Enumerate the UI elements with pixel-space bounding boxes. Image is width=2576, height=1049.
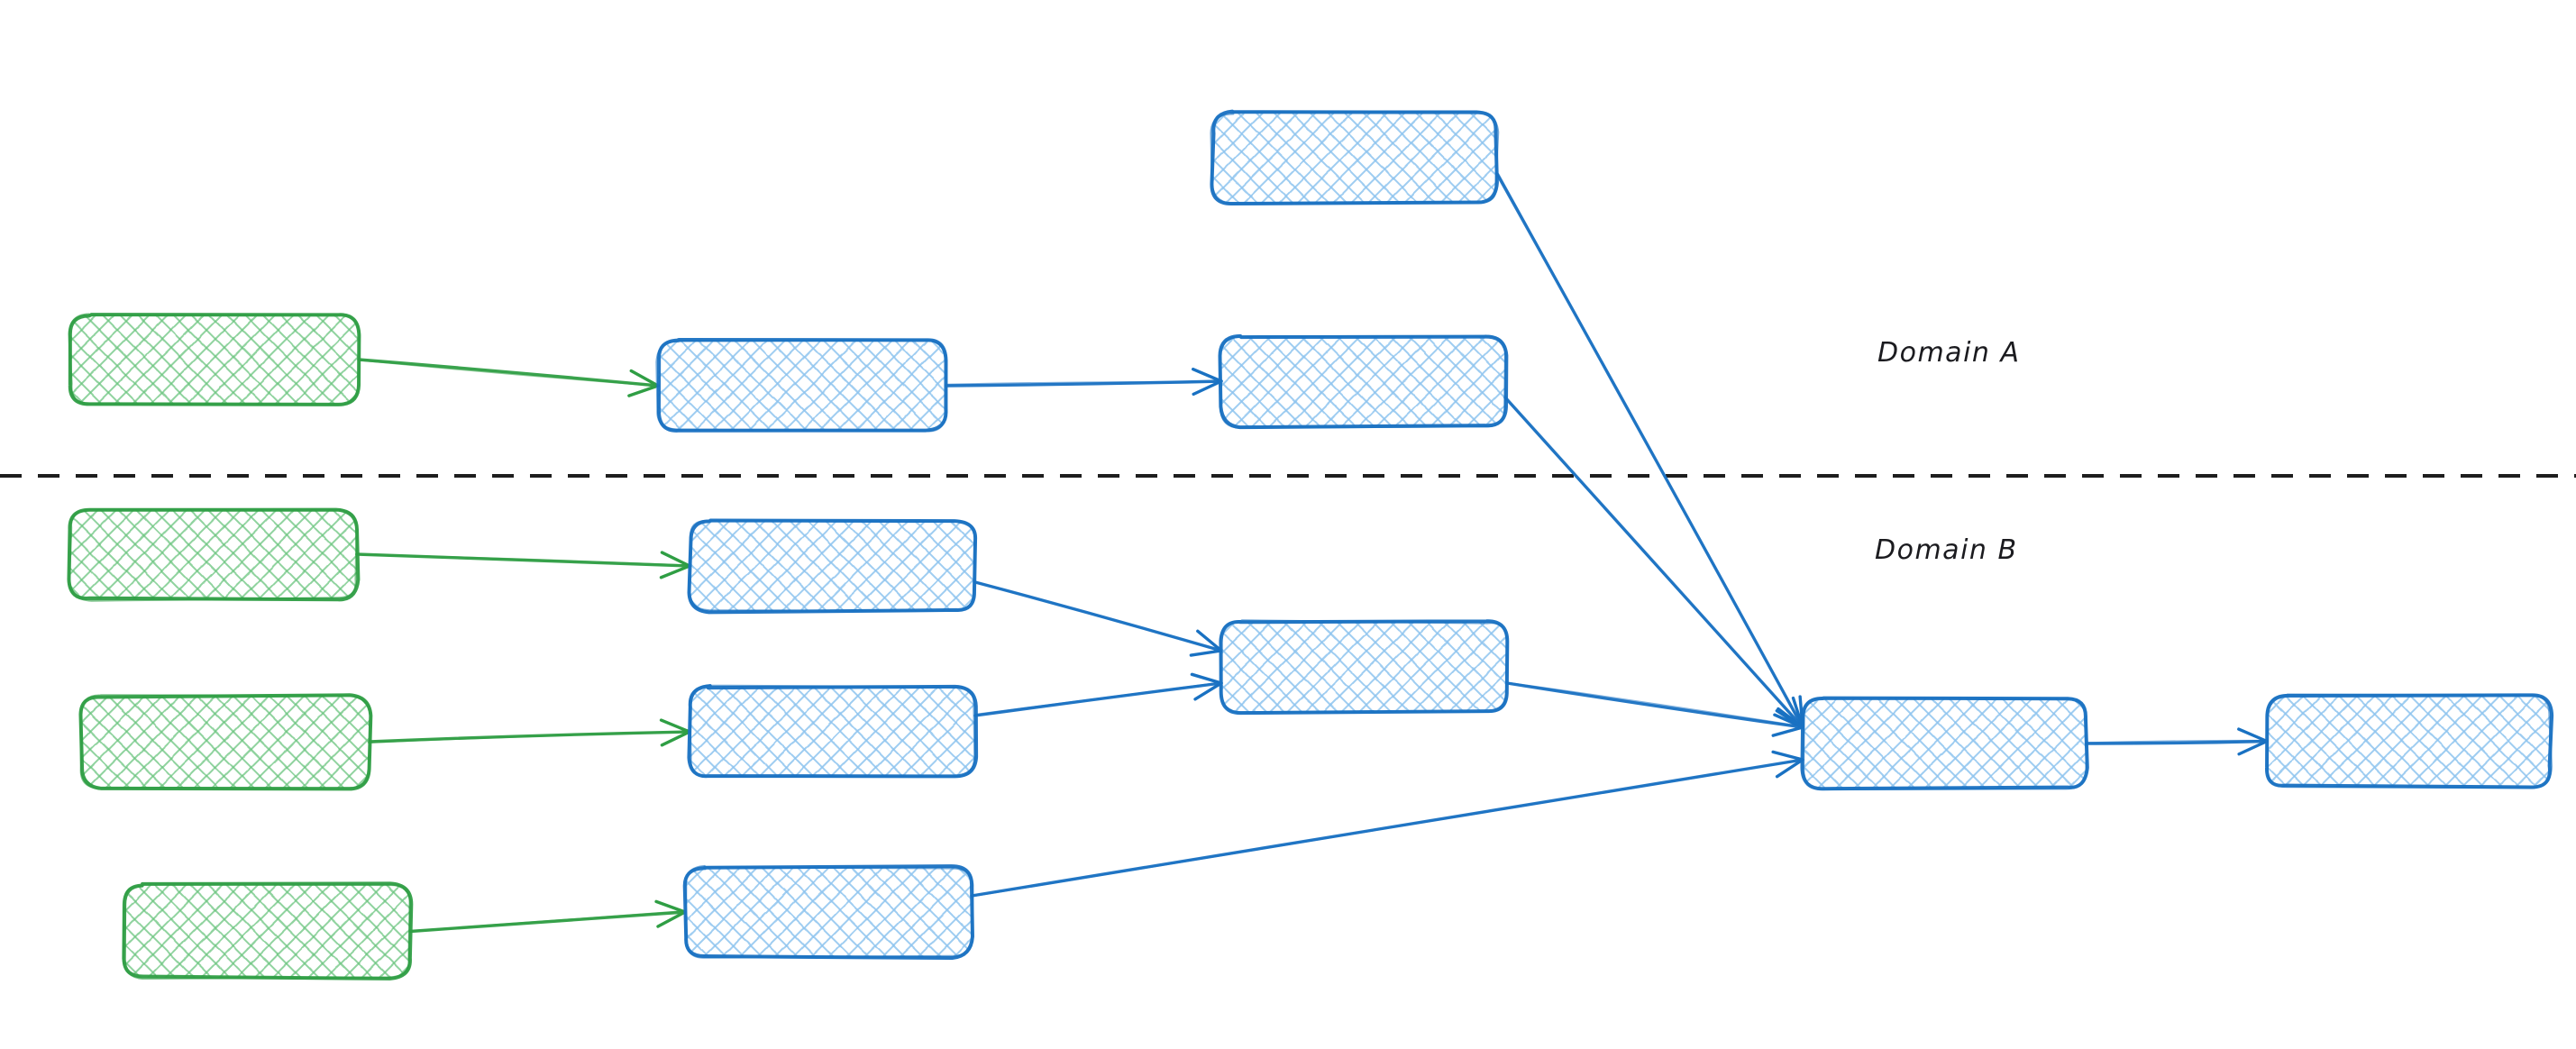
node-outline xyxy=(1219,334,1507,429)
arrowhead xyxy=(1771,750,1804,762)
arrowhead xyxy=(1193,681,1223,701)
arrowhead xyxy=(627,384,660,397)
edge-e11 xyxy=(970,750,1804,898)
node-fill xyxy=(690,687,975,777)
node-fill xyxy=(685,867,972,957)
arrowhead xyxy=(1196,629,1223,652)
arrowhead xyxy=(1192,367,1223,383)
edge-stroke xyxy=(358,359,659,388)
arrowhead xyxy=(629,369,660,388)
arrowhead xyxy=(1775,709,1804,729)
edge-e4 xyxy=(1503,396,1804,729)
node-fill xyxy=(1221,336,1505,426)
edge-stroke xyxy=(1505,681,1804,728)
node-fill xyxy=(2267,696,2551,787)
node-outline xyxy=(68,313,361,406)
node-blue-b6[interactable] xyxy=(2265,693,2554,789)
arrowhead xyxy=(660,551,691,568)
arrowhead xyxy=(656,910,687,928)
edge-e7 xyxy=(408,899,687,934)
edge-stroke xyxy=(1503,396,1804,728)
node-green-a1[interactable] xyxy=(68,313,361,406)
node-blue-a1[interactable] xyxy=(655,337,948,433)
nodes-layer xyxy=(67,109,2554,981)
arrowhead xyxy=(1189,649,1223,657)
domain-b-label: Domain B xyxy=(1875,534,2018,566)
edge-e8 xyxy=(973,580,1223,657)
edge-stroke xyxy=(355,553,690,567)
edge-stroke xyxy=(2087,739,2269,744)
arrowhead xyxy=(1190,672,1223,685)
edge-stroke xyxy=(974,580,1223,652)
arrowhead xyxy=(654,899,687,914)
arrowhead xyxy=(1192,379,1223,397)
edge-e9 xyxy=(973,672,1223,717)
node-blue-a3[interactable] xyxy=(1210,109,1500,206)
arrowhead xyxy=(1775,758,1804,779)
node-fill xyxy=(1803,698,2087,789)
node-fill xyxy=(690,521,975,611)
node-fill xyxy=(70,315,359,405)
node-green-b3[interactable] xyxy=(122,881,414,981)
node-outline xyxy=(655,339,948,433)
node-fill xyxy=(658,341,946,431)
edge-stroke xyxy=(970,759,1804,898)
edge-e6 xyxy=(367,718,691,747)
node-blue-b4[interactable] xyxy=(1219,619,1510,716)
node-fill xyxy=(81,696,370,788)
edges-layer xyxy=(355,172,2269,934)
node-outline xyxy=(688,519,977,612)
node-outline xyxy=(2265,693,2553,789)
node-outline xyxy=(1219,619,1509,714)
node-outline xyxy=(122,883,411,980)
node-blue-b1[interactable] xyxy=(687,518,978,615)
node-outline xyxy=(1210,110,1500,205)
arrowhead xyxy=(659,718,691,734)
edge-stroke xyxy=(1505,681,1804,729)
node-blue-a2[interactable] xyxy=(1218,333,1509,430)
edge-e2 xyxy=(945,367,1223,397)
domain-labels: Domain A Domain B xyxy=(1875,337,2020,566)
node-fill xyxy=(1221,622,1507,712)
arrowhead xyxy=(659,564,691,579)
node-blue-b5[interactable] xyxy=(1800,696,2089,791)
arrowhead xyxy=(2237,727,2269,743)
node-outline xyxy=(68,508,358,602)
edge-e10 xyxy=(1505,681,1804,737)
domain-a-label: Domain A xyxy=(1877,337,2020,369)
node-fill xyxy=(123,885,410,978)
node-outline xyxy=(689,684,976,778)
node-fill xyxy=(70,509,357,599)
edge-e12 xyxy=(2085,727,2269,756)
node-green-b1[interactable] xyxy=(67,507,361,602)
node-blue-b2[interactable] xyxy=(687,684,979,779)
node-blue-b3[interactable] xyxy=(682,864,974,961)
edge-stroke xyxy=(974,681,1223,716)
edge-e3 xyxy=(1495,172,1804,729)
arrowhead xyxy=(660,730,691,747)
edge-stroke xyxy=(1497,173,1804,728)
edge-stroke xyxy=(367,730,691,743)
node-green-b2[interactable] xyxy=(78,693,373,791)
node-outline xyxy=(1802,697,2087,791)
node-outline xyxy=(684,864,974,959)
arrowhead xyxy=(2237,739,2269,756)
edge-stroke xyxy=(2085,739,2269,745)
edge-e5 xyxy=(355,551,691,579)
node-fill xyxy=(1212,113,1497,203)
edge-stroke xyxy=(945,380,1222,386)
edge-stroke xyxy=(410,910,686,933)
arrowhead xyxy=(1771,725,1804,737)
node-outline xyxy=(79,694,372,789)
edge-e1 xyxy=(357,358,660,397)
